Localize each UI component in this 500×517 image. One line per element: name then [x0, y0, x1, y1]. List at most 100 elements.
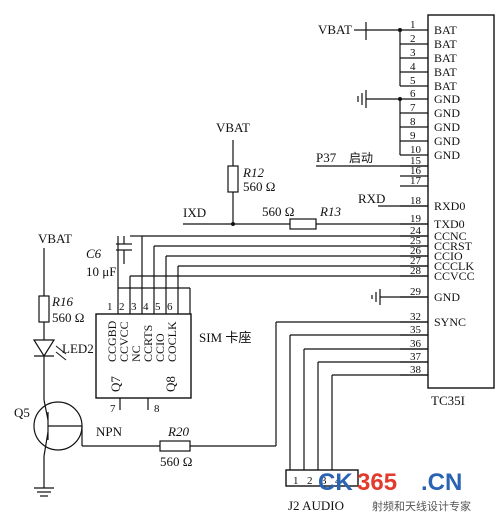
sim-pin-2-number: 2 — [119, 301, 125, 313]
tc35i-pin-18-label: RXD0 — [434, 199, 465, 213]
ground-symbol-top — [357, 90, 367, 108]
tc35i-pin-7-number: 7 — [410, 102, 416, 114]
j2-pin-1: 1 — [293, 475, 299, 487]
tc35i-pin-35-number: 35 — [410, 324, 422, 336]
tc35i-pin-6-number: 6 — [410, 88, 416, 100]
sim-pin7-num: 7 — [110, 403, 116, 415]
watermark-brand-mid: 365 — [357, 469, 397, 496]
bat-bus-node — [398, 28, 402, 32]
r20-name: R20 — [167, 424, 189, 439]
rxd-label: RXD — [358, 191, 385, 206]
sim-label: SIM 卡座 — [199, 330, 251, 345]
tc35i-pin-29-number: 29 — [410, 286, 422, 298]
p37-note: 启动 — [349, 151, 373, 165]
tc35i-name: TC35I — [431, 393, 465, 408]
j2-pin-2: 2 — [307, 475, 313, 487]
tc35i-pin-5-label: BAT — [434, 79, 457, 93]
led2-name: LED2 — [62, 341, 94, 356]
tc35i-pin-38-number: 38 — [410, 364, 422, 376]
tc35i-pin-27-label: CCCLK — [434, 259, 474, 273]
tc35i-pin-27-number: 27 — [410, 255, 422, 267]
r12-node — [231, 222, 235, 226]
tc35i-pin-28-label: CCVCC — [434, 269, 475, 283]
r20-value: 560 Ω — [160, 454, 192, 469]
tc35i-pin-28-number: 28 — [410, 265, 422, 277]
c6-name: C6 — [86, 246, 102, 261]
sim-signal-5: CCIO — [153, 333, 167, 362]
tc35i-pin-32-label: SYNC — [434, 315, 466, 329]
tc35i-pin-19-number: 19 — [410, 213, 422, 225]
sim-q8: Q8 — [163, 376, 178, 392]
sim-pin-5-number: 5 — [155, 301, 161, 313]
ground-symbol-q5 — [34, 487, 54, 497]
tc35i-pin-29-label: GND — [434, 290, 460, 304]
tc35i-pin-37-number: 37 — [410, 351, 422, 363]
tc35i-pin-6-label: GND — [434, 92, 460, 106]
ixd-label: IXD — [183, 205, 206, 220]
q5-type: NPN — [96, 424, 123, 439]
tc35i-pin-32-number: 32 — [410, 311, 421, 323]
tc35i-pin-26-number: 26 — [410, 245, 422, 257]
sim-signal-3: NC — [129, 345, 143, 362]
watermark-brand-right: .CN — [421, 469, 462, 496]
sim-q7: Q7 — [108, 376, 123, 392]
sim-holder-body — [95, 313, 192, 399]
gnd-bus-node — [398, 97, 402, 101]
sim-pin8-num: 8 — [154, 403, 160, 415]
sim-signal-1: CCGBD — [105, 320, 119, 362]
watermark-tagline: 射频和天线设计专家 — [372, 499, 471, 513]
tc35i-pin-9-number: 9 — [410, 130, 416, 142]
sim-pin-6-number: 6 — [167, 301, 173, 313]
tc35i-pin-2-label: BAT — [434, 37, 457, 51]
led2-ray-1 — [55, 345, 67, 355]
tc35i-pin-8-label: GND — [434, 120, 460, 134]
tc35i-pin-25-label: CCRST — [434, 239, 473, 253]
tc35i-pin-17-number: 17 — [410, 175, 422, 187]
watermark-logo: CK 365 .CN 射频和天线设计专家 — [318, 469, 471, 513]
led2-symbol — [32, 339, 56, 358]
tc35i-pin-2-number: 2 — [410, 33, 416, 45]
j2-pin-3: 3 — [321, 475, 327, 487]
c6-value: 10 μF — [86, 264, 116, 279]
tc35i-pin-9-label: GND — [434, 134, 460, 148]
tc35i-pin-7-label: GND — [434, 106, 460, 120]
sim-signal-6: COCLK — [165, 321, 179, 362]
tc35i-pin-15-number: 15 — [410, 155, 422, 167]
r12-value: 560 Ω — [243, 179, 275, 194]
resistor-r20 — [159, 440, 191, 452]
r13-value: 560 Ω — [262, 204, 294, 219]
vbat-top-label: VBAT — [318, 22, 352, 37]
tc35i-pin-4-number: 4 — [410, 61, 416, 73]
ground-symbol-29 — [371, 289, 381, 305]
vbat-r12-label: VBAT — [216, 120, 250, 135]
tc35i-pin-36-number: 36 — [410, 338, 422, 350]
r16-value: 560 Ω — [52, 310, 84, 325]
q5-emitter — [43, 431, 49, 457]
sim-pin-3-number: 3 — [131, 301, 137, 313]
tc35i-pin-3-label: BAT — [434, 51, 457, 65]
tc35i-pin-8-number: 8 — [410, 116, 416, 128]
tc35i-pin-18-number: 18 — [410, 195, 422, 207]
tc35i-pin-5-number: 5 — [410, 75, 416, 87]
tc35i-pin-19-label: TXD0 — [434, 217, 465, 231]
tc35i-pin-16-number: 16 — [410, 165, 422, 177]
tc35i-pin-3-number: 3 — [410, 47, 416, 59]
r13-name: R13 — [319, 204, 341, 219]
tc35i-pin-25-number: 25 — [410, 235, 422, 247]
q5-name: Q5 — [14, 405, 30, 420]
r12-name: R12 — [242, 165, 264, 180]
sim-pin-4-number: 4 — [143, 301, 149, 313]
led2-ray-2 — [55, 351, 67, 361]
sim-pin-1-number: 1 — [107, 301, 113, 313]
resistor-r16 — [38, 295, 50, 323]
tc35i-pin-26-label: CCIO — [434, 249, 463, 263]
r16-name: R16 — [51, 294, 73, 309]
watermark-brand-left: CK — [318, 469, 353, 496]
tc35i-pin-1-number: 1 — [410, 19, 416, 31]
tc35i-module-body — [427, 14, 495, 389]
tc35i-pin-10-number: 10 — [410, 144, 422, 156]
